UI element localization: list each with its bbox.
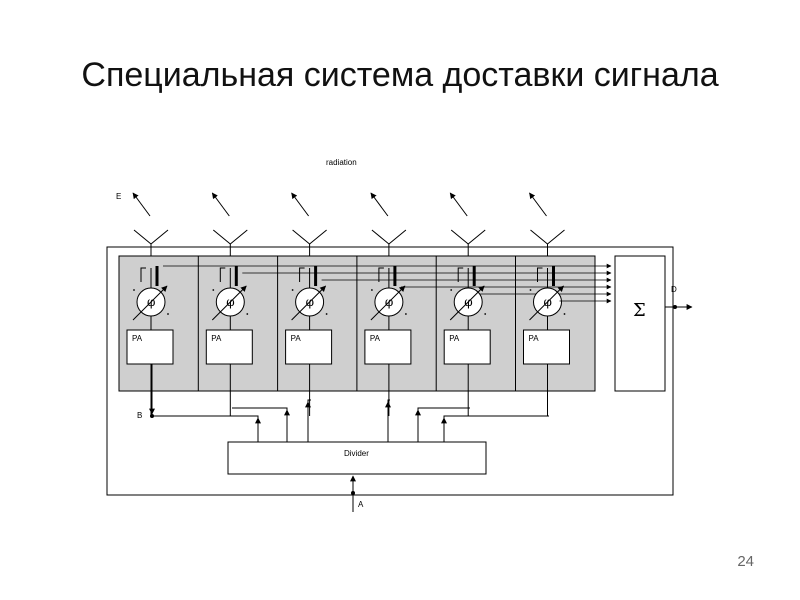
summer-box — [614, 255, 666, 392]
dot — [371, 289, 373, 291]
distribution-line-2 — [232, 407, 288, 442]
tuning-arrow-icon — [291, 285, 327, 321]
pa-box — [443, 329, 491, 365]
radiation-label: radiation — [326, 158, 357, 167]
label-E: E — [116, 192, 121, 201]
tuning-arrow-icon — [449, 285, 485, 321]
pa-label: PA — [291, 334, 302, 343]
label-B: B — [137, 411, 142, 420]
channel-5: φPA — [435, 192, 612, 416]
channel-2: φPA — [197, 192, 612, 416]
distribution-line-1 — [152, 415, 259, 442]
channel-3: φPA — [277, 192, 612, 416]
page-number: 24 — [737, 553, 754, 570]
pa-box — [364, 329, 412, 365]
dot — [291, 289, 294, 291]
radiation-arrow-icon — [291, 192, 310, 217]
divider-box — [227, 441, 487, 475]
pa-label: PA — [529, 334, 540, 343]
tuning-arrow-icon — [370, 285, 406, 321]
system-enclosure — [106, 246, 674, 496]
pa-box — [285, 329, 333, 365]
antenna-icon — [133, 229, 169, 245]
radiation-arrow-icon — [529, 192, 547, 217]
dot — [450, 289, 453, 291]
node-B — [150, 414, 154, 418]
distribution-network — [149, 364, 549, 442]
tuning-arrow-icon — [211, 285, 247, 321]
slide-title: Специальная система доставки сигнала — [81, 56, 719, 94]
distribution-line-6 — [443, 415, 549, 442]
label-A: A — [358, 500, 364, 509]
dot — [529, 289, 532, 291]
dot — [212, 289, 215, 291]
switch-hook — [299, 267, 305, 282]
antenna-icon — [371, 229, 407, 245]
radiation-arrow-icon — [211, 192, 230, 217]
channels: φPAφPAφPAφPAφPAφPA — [126, 192, 612, 416]
radiation-arrow-icon — [449, 192, 468, 217]
antenna-icon — [212, 229, 248, 245]
dot — [133, 289, 135, 291]
dot — [167, 313, 169, 315]
dot — [325, 313, 328, 315]
antenna-icon — [292, 229, 327, 245]
pa-label: PA — [449, 334, 460, 343]
switch-hook — [457, 267, 464, 282]
channel-6: φPA — [515, 192, 612, 416]
tuning-arrow-icon — [529, 285, 564, 321]
radiation-arrow-icon — [370, 192, 389, 217]
dot — [563, 313, 566, 315]
pa-box — [205, 329, 253, 365]
radiation-arrow-icon — [132, 192, 151, 217]
pa-box — [126, 329, 174, 365]
switch-hook — [140, 267, 146, 282]
channel-4: φPA — [356, 192, 612, 416]
switch-hook — [537, 267, 543, 282]
antenna-icon — [450, 229, 486, 245]
dot — [484, 313, 487, 315]
node-D — [673, 305, 677, 309]
label-D: D — [671, 285, 677, 294]
switch-hook — [378, 267, 384, 282]
pa-label: PA — [370, 334, 381, 343]
channel-1: φPA — [126, 192, 612, 416]
tuning-arrow-icon — [132, 285, 168, 321]
node-A — [351, 491, 355, 495]
pa-label: PA — [211, 334, 222, 343]
pa-box — [523, 329, 570, 365]
summer-symbol: Σ — [633, 300, 646, 321]
antenna-icon — [530, 229, 565, 245]
divider-label: Divider — [344, 449, 369, 458]
switch-hook — [219, 267, 226, 282]
dot — [405, 313, 407, 315]
dot — [246, 313, 249, 315]
pa-label: PA — [132, 334, 143, 343]
